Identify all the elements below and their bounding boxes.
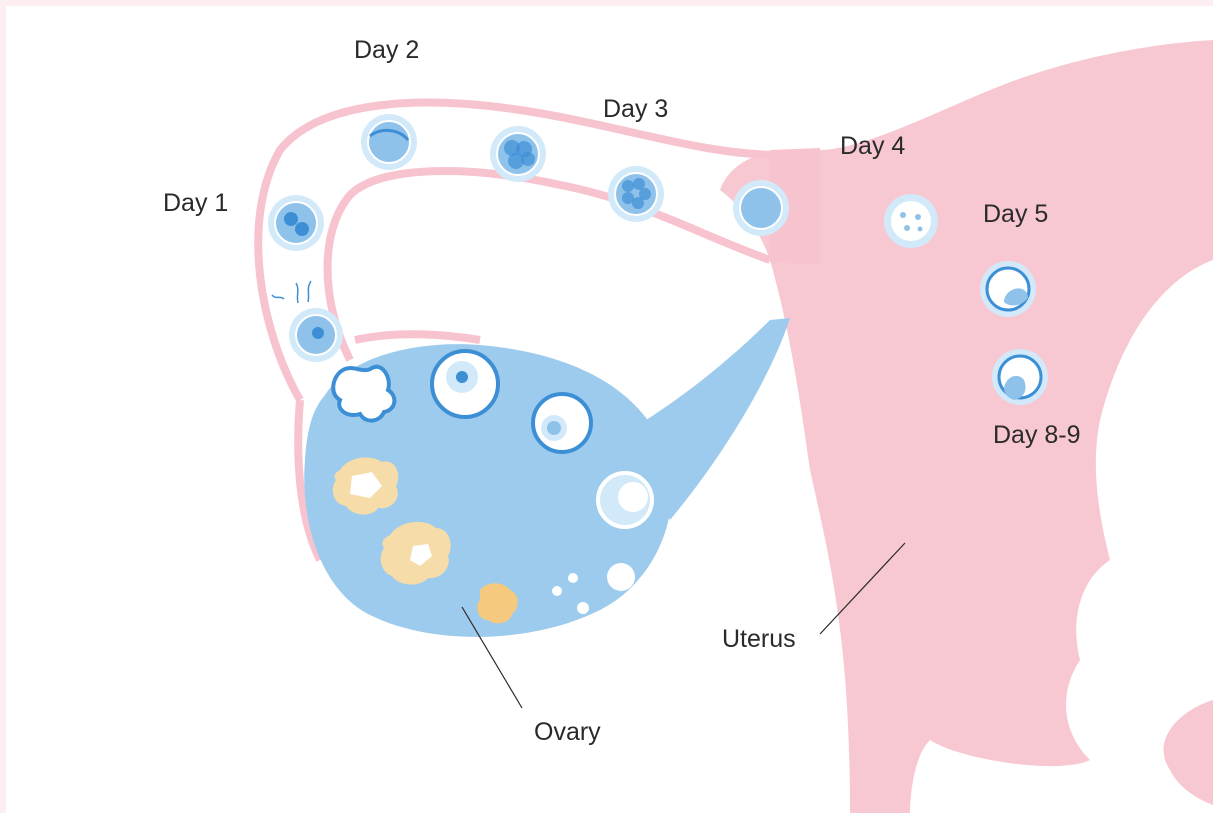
label-day-8-9: Day 8-9	[993, 421, 1081, 449]
follicle-small	[598, 473, 652, 527]
label-day-3: Day 3	[603, 95, 668, 123]
ruptured-follicle	[333, 367, 394, 421]
primordial-follicle-2	[568, 573, 578, 583]
diagram-panel: Day 1 Day 2 Day 3 Day 4 Day 5 Day 8-9 Ut…	[6, 6, 1213, 813]
sperm-3	[308, 281, 311, 302]
tube-ovary-edge	[355, 334, 480, 340]
label-uterus: Uterus	[722, 625, 796, 653]
follicle-medium	[533, 394, 591, 452]
label-day-1: Day 1	[163, 189, 228, 217]
zygote-day1	[268, 195, 324, 251]
blastocyst-day5	[980, 261, 1036, 317]
label-day-4: Day 4	[840, 132, 905, 160]
four-cell-day3	[490, 126, 546, 182]
sperm-2	[296, 283, 298, 303]
primordial-follicle-3	[552, 586, 562, 596]
primordial-follicle-1	[607, 563, 635, 591]
two-cell-day2	[361, 114, 417, 170]
follicle-large	[432, 351, 498, 417]
label-day-2: Day 2	[354, 36, 419, 64]
sperm-1	[272, 295, 284, 299]
ovary	[304, 344, 672, 637]
label-day-5: Day 5	[983, 200, 1048, 228]
morula-day4	[733, 180, 789, 236]
reproductive-anatomy-diagram: Day 1 Day 2 Day 3 Day 4 Day 5 Day 8-9 Ut…	[6, 6, 1213, 813]
implanting-blastocyst	[992, 349, 1048, 405]
early-blastocyst	[884, 194, 938, 248]
sperm-group	[272, 281, 311, 303]
eight-cell-day3	[608, 166, 664, 222]
primordial-follicle-4	[577, 602, 589, 614]
fertilized-egg	[289, 308, 343, 362]
label-ovary: Ovary	[534, 718, 601, 746]
